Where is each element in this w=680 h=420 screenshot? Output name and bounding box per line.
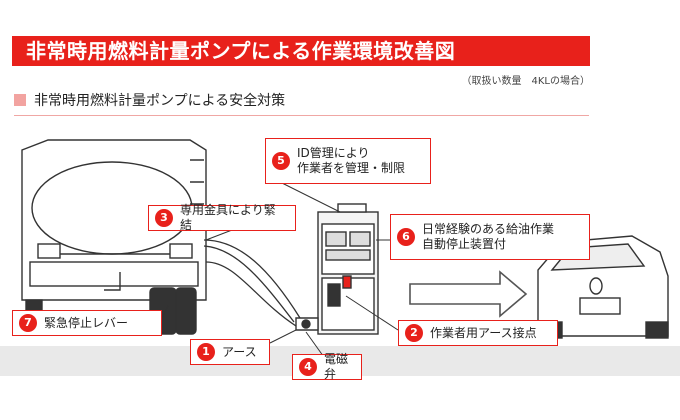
page-title: 非常時用燃料計量ポンプによる作業環境改善図 <box>12 36 590 66</box>
callout-2-operator-earth-contact: 2 作業者用アース接点 <box>398 320 558 346</box>
callout-label: 緊急停止レバー <box>44 315 129 330</box>
callout-number: 4 <box>299 358 317 376</box>
callout-5-id-management: 5 ID管理により 作業者を管理・制限 <box>265 138 431 184</box>
section-heading: 非常時用燃料計量ポンプによる安全対策 <box>14 90 589 116</box>
callout-label: 作業者用アース接点 <box>430 325 537 340</box>
callout-label: 専用金具により緊結 <box>180 203 276 232</box>
callout-number: 5 <box>272 152 290 170</box>
arrow-right-icon <box>409 270 528 318</box>
callout-4-solenoid-valve: 4 電磁弁 <box>292 352 362 381</box>
callout-label: ID管理により 作業者を管理・制限 <box>297 146 406 175</box>
callout-number: 7 <box>19 314 37 332</box>
section-heading-label: 非常時用燃料計量ポンプによる安全対策 <box>34 93 286 109</box>
tanker-truck-illustration <box>21 139 207 335</box>
callout-number: 1 <box>197 343 215 361</box>
callout-6-auto-stop: 6 日常経験のある給油作業 自動停止装置付 <box>390 214 590 260</box>
section-marker-icon <box>14 94 26 106</box>
callout-label: アース <box>222 344 257 359</box>
callout-number: 3 <box>155 209 173 227</box>
callout-number: 2 <box>405 324 423 342</box>
quantity-note: （取扱い数量 4KLの場合） <box>461 76 591 87</box>
callout-1-earth: 1 アース <box>190 339 270 365</box>
callout-label: 電磁弁 <box>324 352 349 381</box>
callout-number: 6 <box>397 228 415 246</box>
callout-3-dedicated-fitting: 3 専用金具により緊結 <box>148 203 296 232</box>
fuel-pump-illustration <box>295 203 379 335</box>
hose-lines <box>203 239 301 327</box>
callout-7-emergency-stop-lever: 7 緊急停止レバー <box>12 310 162 336</box>
callout-label: 日常経験のある給油作業 自動停止装置付 <box>422 222 555 251</box>
